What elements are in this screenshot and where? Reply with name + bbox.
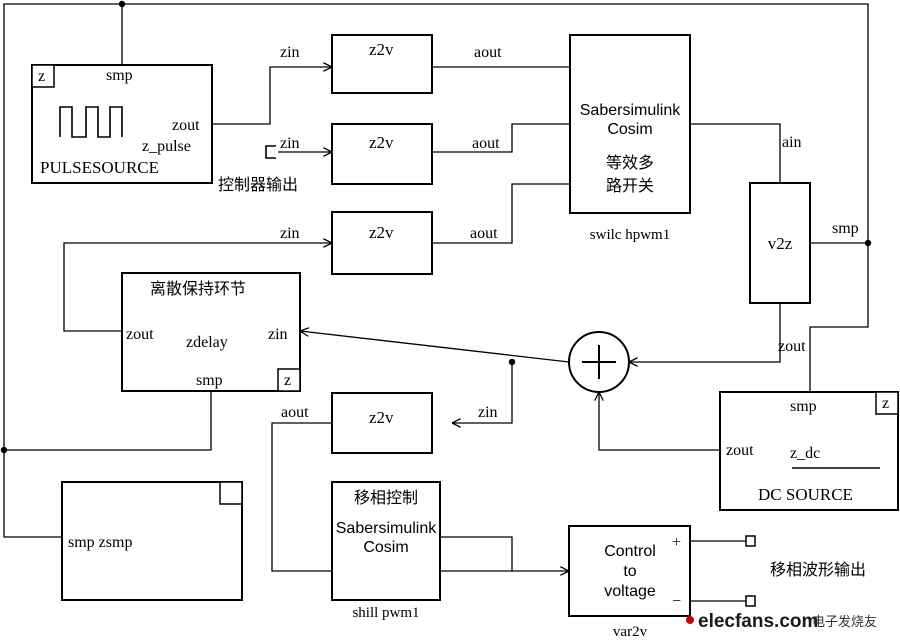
- pulse-source-block[interactable]: z smp zout z_pulse PULSESOURCE: [31, 64, 213, 184]
- watermark-logo-dot: [686, 616, 694, 624]
- c2v-plus-label: +: [672, 534, 681, 551]
- switch-cosim-line2: Cosim: [607, 121, 652, 138]
- controller-output-caption: 控制器输出: [218, 175, 298, 194]
- wire-dc-to-summer: [599, 392, 720, 451]
- phase-cosim-caption: shill pwm1: [352, 605, 419, 621]
- z2v-block-1[interactable]: z2v: [331, 34, 433, 94]
- zdelay-title: 离散保持环节: [150, 279, 246, 298]
- zdelay-block[interactable]: z 离散保持环节 zout zdelay zin smp: [121, 272, 301, 392]
- pulse-smp-label: smp: [106, 67, 133, 84]
- zdelay-corner-box: [277, 368, 301, 392]
- z2v-1-zin-label: zin: [280, 44, 300, 61]
- wire-switch-to-v2z: [690, 123, 781, 183]
- square-wave-icon: [59, 106, 123, 138]
- z2v-3-name: z2v: [369, 223, 394, 242]
- c2v-line2: to: [623, 563, 636, 580]
- dc-corner-label: z: [882, 395, 889, 412]
- zdelay-zin-label: zin: [268, 326, 288, 343]
- wire-pulse-to-z2v-1: [212, 67, 332, 125]
- wires: [3, 3, 869, 602]
- z2v-2-aout-label: aout: [472, 135, 500, 152]
- c2v-caption: var2v: [613, 624, 648, 640]
- watermark-site: elecfans.com: [698, 611, 818, 632]
- switch-cosim-line3: 等效多: [606, 153, 654, 172]
- z2v-block-3[interactable]: z2v: [331, 211, 433, 275]
- summing-junction[interactable]: [568, 331, 630, 393]
- z2v-1-name: z2v: [369, 40, 394, 59]
- zsmp-block[interactable]: smp zsmp: [61, 481, 243, 601]
- v2z-block[interactable]: v2z: [749, 182, 811, 304]
- z2v-1-aout-label: aout: [474, 44, 502, 61]
- junction-mid: [508, 358, 516, 366]
- watermark-cn: 电子发烧友: [812, 614, 877, 630]
- phase-cosim-line2: Cosim: [363, 539, 408, 556]
- z2v-4-aout-label: aout: [281, 404, 309, 421]
- zdelay-name: zdelay: [186, 334, 228, 351]
- pulse-corner-box: [31, 64, 55, 88]
- z2v-4-zin-label: zin: [478, 404, 498, 421]
- plus-icon: [582, 345, 616, 379]
- wire-phase-cosim-to-c2v: [440, 536, 513, 571]
- phase-cosim-title: 移相控制: [354, 488, 418, 507]
- zsmp-corner-box: [219, 481, 243, 505]
- pulse-zout-label: zout: [172, 117, 200, 134]
- dc-zout-label: zout: [726, 442, 754, 459]
- z2v-3-zin-label: zin: [280, 225, 300, 242]
- z2v-2-zin-label: zin: [280, 135, 300, 152]
- dc-z-dc-label: z_dc: [790, 445, 820, 462]
- c2v-minus-terminal[interactable]: [745, 595, 756, 607]
- dc-source-block[interactable]: z smp zout z_dc DC SOURCE: [719, 391, 899, 511]
- c2v-minus-label: −: [672, 593, 681, 610]
- z2v-2-name: z2v: [369, 133, 394, 152]
- junction-left: [0, 446, 8, 454]
- elecfans-watermark: elecfans.com 电子发烧友: [686, 611, 877, 632]
- switch-cosim-block[interactable]: Sabersimulink Cosim 等效多 路开关: [569, 34, 691, 214]
- wire-z2v-3-to-switch: [432, 183, 570, 244]
- wire-zdelay-to-z2v-3: [63, 243, 332, 332]
- wire-right-smp-bus: [809, 243, 869, 392]
- phase-cosim-line1: Sabersimulink: [336, 520, 437, 537]
- wire-z2v-2-to-switch: [432, 123, 570, 153]
- zdelay-smp-label: smp: [196, 372, 223, 389]
- phase-output-caption: 移相波形输出: [770, 560, 866, 579]
- z2v-block-2[interactable]: z2v: [331, 123, 433, 185]
- junction-top: [118, 0, 126, 8]
- zsmp-label: smp zsmp: [68, 534, 132, 551]
- z2v-block-4[interactable]: z2v: [331, 392, 433, 454]
- wire-zdelay-smp: [4, 390, 212, 451]
- switch-cosim-caption: swilc hpwm1: [590, 227, 670, 243]
- dc-source-name: DC SOURCE: [758, 485, 853, 504]
- z2v-3-aout-label: aout: [470, 225, 498, 242]
- pulse-corner-label: z: [38, 68, 45, 85]
- control-to-voltage-block[interactable]: Control to voltage + −: [568, 525, 691, 617]
- z2v-4-name: z2v: [369, 408, 394, 427]
- controller-port-icon: [265, 145, 276, 159]
- dc-corner-box: [875, 391, 899, 415]
- wire-junction-to-z2v-4: [452, 362, 513, 423]
- v2z-ain-label: ain: [782, 134, 802, 151]
- wire-left-zsmp: [3, 450, 62, 538]
- zdelay-zout-label: zout: [126, 326, 154, 343]
- v2z-zout-label: zout: [778, 338, 806, 355]
- zdelay-corner-label: z: [284, 372, 291, 389]
- v2z-smp-label: smp: [832, 220, 859, 237]
- c2v-plus-terminal[interactable]: [745, 535, 756, 547]
- switch-cosim-line4: 路开关: [606, 176, 654, 195]
- wire-v2z-to-summer: [629, 303, 781, 362]
- v2z-name: v2z: [768, 234, 793, 253]
- phase-cosim-block[interactable]: 移相控制 Sabersimulink Cosim: [331, 481, 441, 601]
- c2v-line3: voltage: [604, 583, 656, 600]
- wire-top-smp-bus: [3, 3, 869, 450]
- dc-smp-label: smp: [790, 398, 817, 415]
- pulse-z-pulse-label: z_pulse: [142, 138, 191, 155]
- c2v-line1: Control: [604, 543, 656, 560]
- switch-cosim-line1: Sabersimulink: [580, 102, 681, 119]
- junction-right: [864, 239, 872, 247]
- wire-summer-to-zdelay: [300, 331, 570, 363]
- pulse-source-name: PULSESOURCE: [40, 158, 159, 177]
